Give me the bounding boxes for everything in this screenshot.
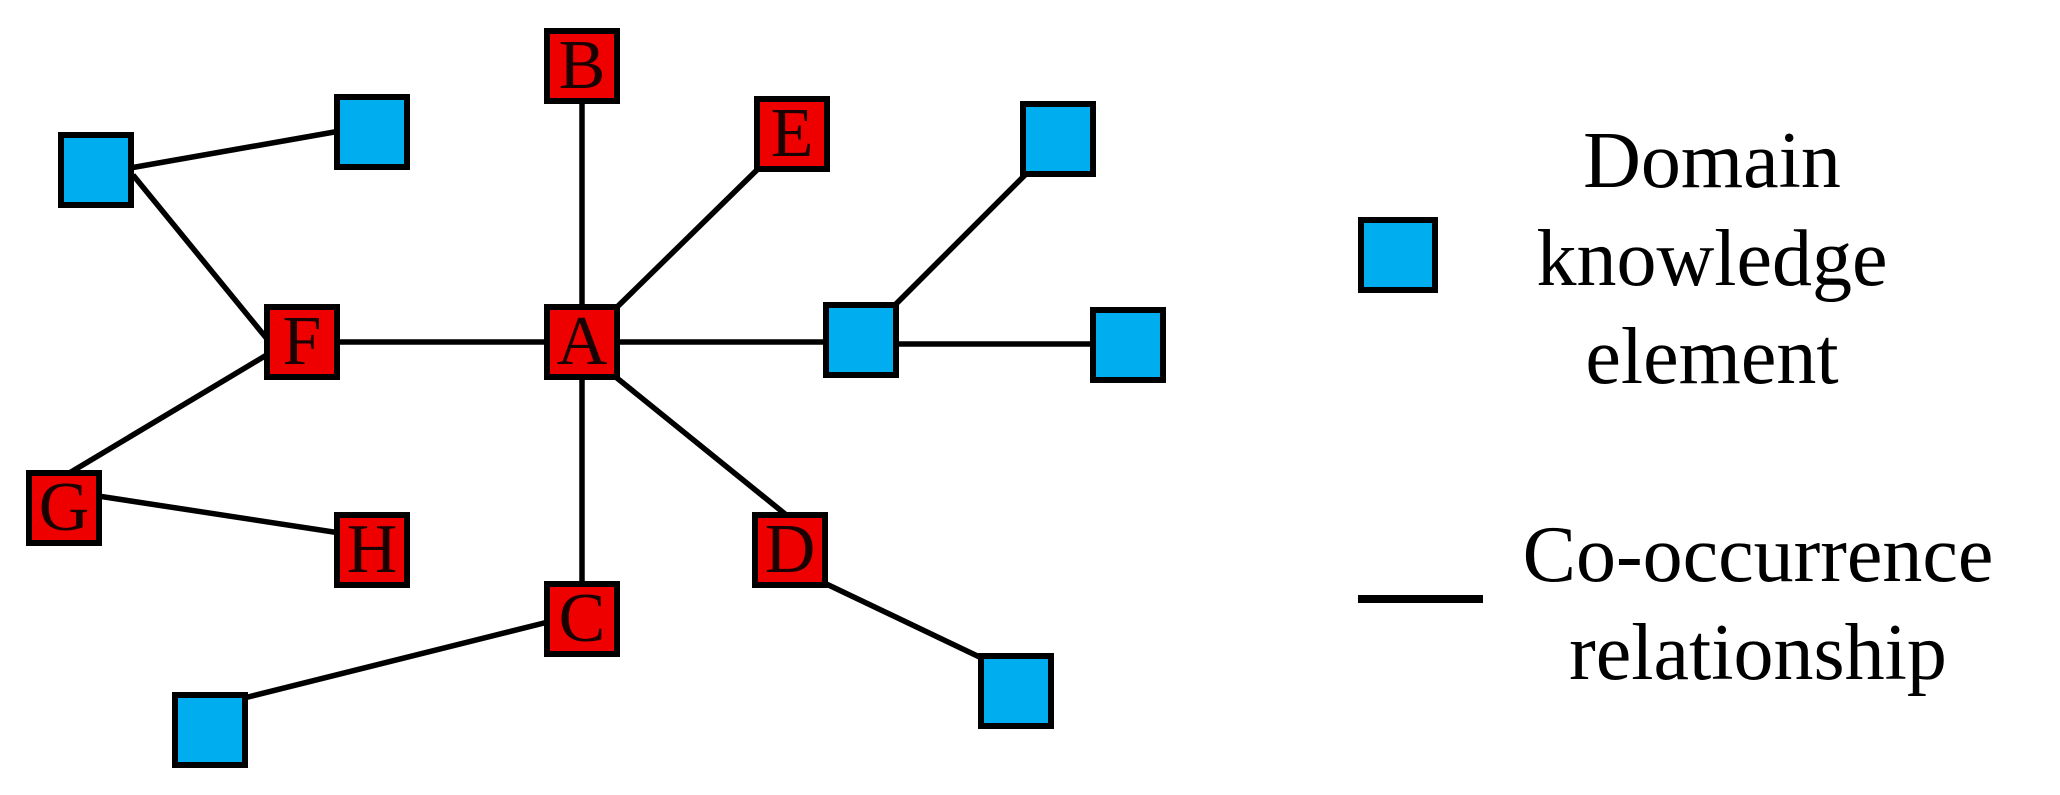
legend-domain-line: element bbox=[1585, 313, 1839, 401]
legend-relation-line-icon bbox=[1358, 595, 1483, 603]
legend-domain-swatch-icon bbox=[1358, 217, 1438, 293]
node-label: B bbox=[558, 27, 606, 104]
edge-E-A bbox=[610, 163, 764, 314]
domain-knowledge-element-node bbox=[58, 132, 134, 208]
domain-knowledge-element-node bbox=[823, 302, 899, 378]
legend-relation-line-text: Co-occurrence bbox=[1522, 511, 1994, 599]
edge-dk1-dk2 bbox=[129, 128, 341, 171]
edge-C-dk7 bbox=[239, 618, 553, 702]
node-D: D bbox=[752, 512, 828, 588]
edge-F-G bbox=[64, 347, 277, 478]
node-label: G bbox=[38, 469, 90, 546]
node-F: F bbox=[264, 304, 340, 380]
edge-D-dk6 bbox=[816, 577, 992, 665]
node-E: E bbox=[754, 96, 830, 172]
domain-knowledge-element-node bbox=[978, 653, 1054, 729]
node-G: G bbox=[26, 470, 102, 546]
node-A: A bbox=[544, 304, 620, 380]
legend-domain-label: Domain knowledge element bbox=[1456, 112, 1968, 406]
legend-domain-line: knowledge bbox=[1536, 215, 1888, 303]
node-label: H bbox=[346, 511, 398, 588]
node-label: C bbox=[558, 580, 606, 657]
edge-dk4-dk3 bbox=[890, 168, 1032, 310]
node-H: H bbox=[334, 512, 410, 588]
node-label: A bbox=[556, 303, 608, 380]
edge-G-H bbox=[97, 493, 341, 536]
domain-knowledge-element-node bbox=[172, 692, 248, 768]
legend-relation-line-text: relationship bbox=[1569, 609, 1947, 697]
node-B: B bbox=[544, 28, 620, 104]
domain-knowledge-element-node bbox=[334, 94, 410, 170]
node-label: F bbox=[282, 303, 322, 380]
edge-dk1-F bbox=[130, 173, 275, 347]
legend-relation-label: Co-occurrence relationship bbox=[1468, 506, 2048, 702]
node-label: E bbox=[770, 95, 814, 172]
node-C: C bbox=[544, 581, 620, 657]
domain-knowledge-element-node bbox=[1020, 101, 1096, 177]
legend-domain-line: Domain bbox=[1583, 117, 1841, 205]
domain-knowledge-element-node bbox=[1090, 307, 1166, 383]
edge-A-D bbox=[610, 371, 792, 521]
node-label: D bbox=[764, 511, 816, 588]
